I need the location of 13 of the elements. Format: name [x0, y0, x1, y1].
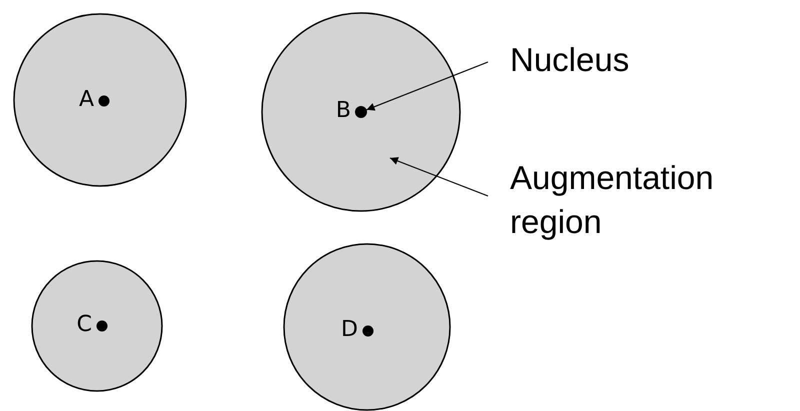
- cell-circle: [13, 13, 187, 187]
- callout-label: Augmentation region: [510, 158, 710, 242]
- leader-line: [366, 61, 488, 111]
- cell-circle: [31, 260, 163, 392]
- cell-label: B: [336, 100, 351, 122]
- leader-line: [390, 157, 488, 197]
- callout-label: Nucleus: [510, 40, 630, 80]
- cell-label: D: [341, 319, 358, 341]
- nucleus-dot: [355, 106, 367, 118]
- cell-circle: [261, 12, 461, 212]
- cell-label: A: [78, 89, 94, 111]
- cell-circle: [283, 243, 451, 411]
- cell-label: C: [76, 314, 92, 336]
